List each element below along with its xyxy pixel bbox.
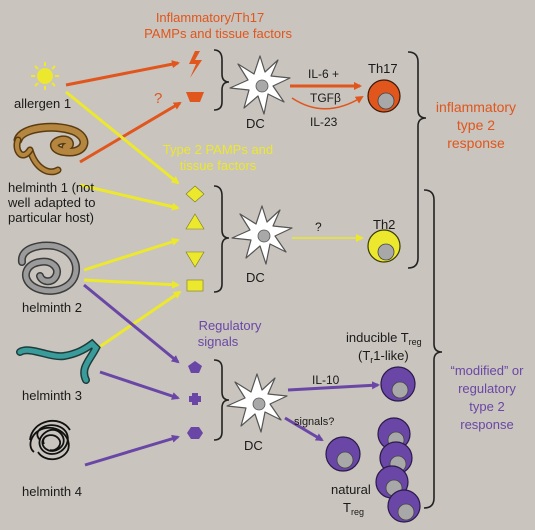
modified-response-line2: regulatory bbox=[458, 381, 516, 396]
arrow-dc3-to-natural-treg bbox=[284, 416, 324, 442]
helminth3-icon bbox=[16, 338, 101, 384]
tr1-like-label: (Tr1-like) bbox=[358, 348, 409, 365]
arrow-dc3-to-inducible-treg bbox=[287, 381, 380, 392]
orange-question-mark: ? bbox=[154, 90, 162, 107]
natural-treg-main: T bbox=[343, 500, 351, 515]
allergen-icon bbox=[31, 62, 59, 90]
natural-treg-cell-2 bbox=[377, 417, 411, 451]
hexagon-signal-icon bbox=[187, 427, 203, 439]
dc3-label: DC bbox=[244, 438, 263, 453]
triangle-down-signal-icon bbox=[185, 251, 205, 268]
yellow-question-mark: ? bbox=[315, 220, 322, 234]
tr1-like-suffix: 1-like) bbox=[373, 348, 408, 363]
triangle-up-signal-icon bbox=[185, 213, 205, 230]
inflammatory-heading-line1: Inflammatory/Th17 bbox=[156, 10, 264, 25]
inducible-treg-label: inducible Treg bbox=[346, 330, 422, 347]
th2-label: Th2 bbox=[373, 217, 395, 232]
trapezoid-signal-icon bbox=[186, 92, 204, 102]
arrow-helminth4-to-regulatory bbox=[84, 434, 180, 467]
arrow-helminth2-to-type2-b bbox=[83, 278, 180, 289]
helminth1-label-line3: particular host) bbox=[8, 210, 94, 225]
signals-question-label: signals? bbox=[294, 416, 334, 428]
helminth1-label-line1: helminth 1 (not bbox=[8, 180, 94, 195]
regulatory-heading-line1: Regulatory bbox=[199, 318, 262, 333]
inducible-treg-sub: reg bbox=[409, 337, 422, 347]
natural-treg-label: Treg bbox=[343, 500, 364, 517]
regulatory-heading-line2: signals bbox=[198, 334, 239, 349]
inducible-treg-main: inducible T bbox=[346, 330, 409, 345]
dc1-label: DC bbox=[246, 116, 265, 131]
inflammatory-response-line3: response bbox=[447, 135, 505, 151]
type2-heading-line1: Type 2 PAMPs and bbox=[163, 142, 273, 157]
helminth1-label-line2: well adapted to bbox=[7, 195, 95, 210]
inflammatory-heading-line2: PAMPs and tissue factors bbox=[144, 26, 292, 41]
brace-modified-response bbox=[423, 189, 443, 509]
modified-response-line1: “modified” or bbox=[451, 363, 525, 378]
tgfb-label: TGFβ bbox=[310, 91, 341, 105]
arrow-helminth1-to-type2 bbox=[79, 183, 180, 211]
inducible-treg-cell bbox=[380, 366, 416, 402]
inflammatory-response-line1: inflammatory bbox=[436, 99, 516, 115]
pentagon-signal-icon bbox=[188, 361, 202, 373]
arrow-helminth1-to-trapezoid bbox=[79, 101, 182, 164]
arrow-allergen1-to-lightning bbox=[65, 60, 180, 87]
brace-type2-signals bbox=[213, 185, 230, 293]
il23-label: IL-23 bbox=[310, 115, 338, 129]
inflammatory-response-line2: type 2 bbox=[457, 117, 495, 133]
natural-treg-sub: reg bbox=[351, 507, 364, 517]
helminth4-icon bbox=[29, 420, 71, 461]
dendritic-cell-1 bbox=[229, 55, 291, 115]
tr1-like-prefix: (T bbox=[358, 348, 370, 363]
arrow-helminth2-to-regulatory bbox=[83, 283, 180, 364]
rectangle-signal-icon bbox=[186, 279, 204, 292]
helminth2-label: helminth 2 bbox=[22, 300, 82, 315]
natural-treg-cell-1 bbox=[325, 436, 361, 472]
arrow-dc1-to-th17-il23 bbox=[291, 95, 364, 110]
brace-inflammatory-signals bbox=[213, 49, 230, 111]
natural-label: natural bbox=[331, 482, 371, 497]
cross-signal-icon bbox=[189, 393, 201, 405]
arrow-helminth3-to-type2 bbox=[94, 290, 182, 352]
helminth1-icon bbox=[13, 122, 89, 176]
modified-response-line3: type 2 bbox=[469, 399, 504, 414]
dc2-label: DC bbox=[246, 270, 265, 285]
helminth4-label: helminth 4 bbox=[22, 484, 82, 499]
brace-regulatory-signals bbox=[213, 359, 230, 441]
helminth3-label: helminth 3 bbox=[22, 388, 82, 403]
diamond-signal-icon bbox=[185, 185, 205, 203]
dendritic-cell-3 bbox=[226, 373, 288, 433]
arrow-allergen1-to-type2 bbox=[65, 90, 180, 185]
il6-label: IL-6 + bbox=[308, 67, 339, 81]
arrow-helminth2-to-type2-a bbox=[83, 238, 180, 272]
brace-inflammatory-response bbox=[407, 51, 427, 269]
type2-heading-line2: tissue factors bbox=[180, 158, 257, 173]
helminth2-icon bbox=[17, 241, 80, 295]
th17-cell bbox=[367, 79, 401, 113]
tr1-like-sub: r bbox=[370, 355, 373, 365]
th17-label: Th17 bbox=[368, 61, 398, 76]
th2-cell bbox=[367, 229, 401, 263]
dendritic-cell-2 bbox=[231, 205, 293, 265]
natural-treg-cell-5 bbox=[387, 489, 421, 523]
modified-response-line4: response bbox=[460, 417, 513, 432]
lightning-signal-icon bbox=[189, 51, 202, 78]
allergen1-label: allergen 1 bbox=[14, 96, 71, 111]
il10-label: IL-10 bbox=[312, 373, 340, 387]
arrow-helminth3-to-regulatory bbox=[99, 370, 180, 400]
